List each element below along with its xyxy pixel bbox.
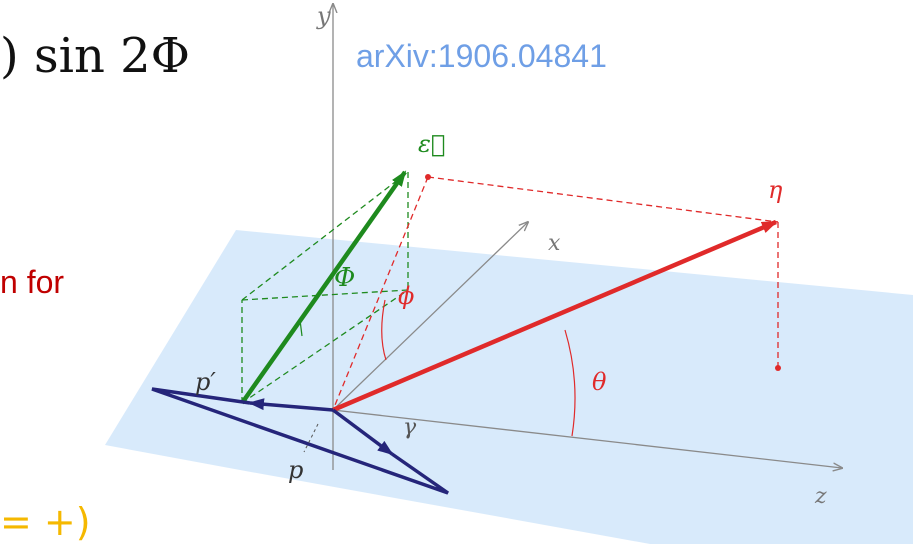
gamma-label: γ — [403, 415, 417, 440]
z-axis-label: z — [814, 484, 827, 509]
side-text-fragment: n for — [0, 264, 65, 300]
p-guide-line — [303, 423, 319, 453]
epsilon-label: ε⃗ — [418, 130, 445, 158]
arxiv-reference: arXiv:1906.04841 — [356, 38, 607, 74]
theta-arc — [564, 329, 576, 437]
p-vector — [331, 408, 394, 456]
p-prime-vector — [248, 398, 334, 412]
eta-vector — [332, 219, 778, 413]
y-axis-label: y — [316, 2, 331, 30]
epsilon-vector — [240, 170, 407, 405]
x-axis — [332, 222, 528, 411]
transverse-plane — [105, 230, 913, 544]
x-axis-label: x — [548, 231, 561, 256]
eta-label: η — [768, 176, 783, 204]
theta-label: θ — [592, 368, 607, 396]
eta-dashed-projection — [332, 176, 779, 411]
polarization-dashed-box — [241, 171, 409, 404]
momentum-outline — [151, 387, 450, 495]
projection-point-top — [425, 174, 431, 180]
capital-phi-label: Φ — [334, 263, 355, 293]
z-axis — [332, 409, 842, 468]
formula-fragment: ) sin 2Φ — [0, 28, 191, 84]
projection-point-bottom — [775, 365, 781, 371]
phi-label: ϕ — [398, 282, 414, 310]
phi-arc — [381, 299, 387, 361]
p-prime-label: p′ — [195, 368, 216, 396]
momentum-triangle — [151, 387, 450, 495]
bottom-text-fragment: = +) — [0, 500, 91, 544]
p-label: p — [288, 456, 303, 484]
